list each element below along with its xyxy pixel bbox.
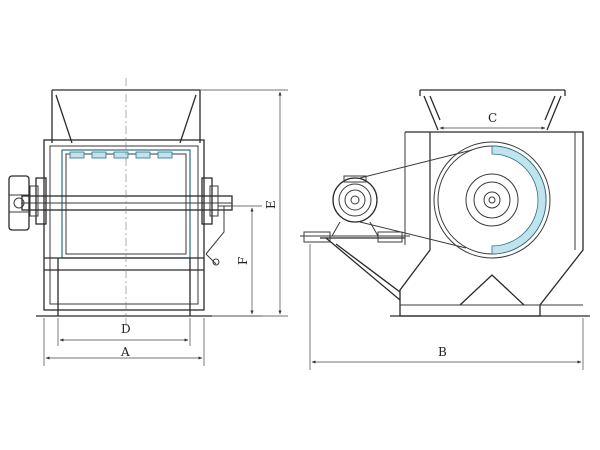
label-b: B	[438, 345, 447, 359]
side-housing	[399, 131, 584, 317]
side-hopper	[419, 89, 566, 131]
drive-belt	[359, 149, 473, 249]
dimension-d	[57, 318, 191, 346]
drum-slots	[69, 151, 173, 159]
label-f: F	[236, 257, 250, 265]
label-d: D	[121, 322, 131, 336]
support-bracket	[320, 237, 405, 301]
label-e: E	[264, 200, 278, 209]
front-housing	[43, 139, 205, 311]
dimension-b	[309, 244, 584, 370]
discharge-v	[459, 274, 525, 306]
handwheel-icon	[8, 175, 30, 231]
side-view: C	[300, 89, 590, 370]
adjust-lever	[205, 205, 232, 265]
label-c: C	[488, 111, 497, 125]
gear-motor	[331, 175, 379, 237]
dimension-a	[43, 318, 205, 366]
front-view: D A F E	[8, 78, 288, 366]
dimension-e	[200, 89, 288, 317]
label-a: A	[120, 345, 130, 359]
side-drum	[433, 141, 551, 259]
